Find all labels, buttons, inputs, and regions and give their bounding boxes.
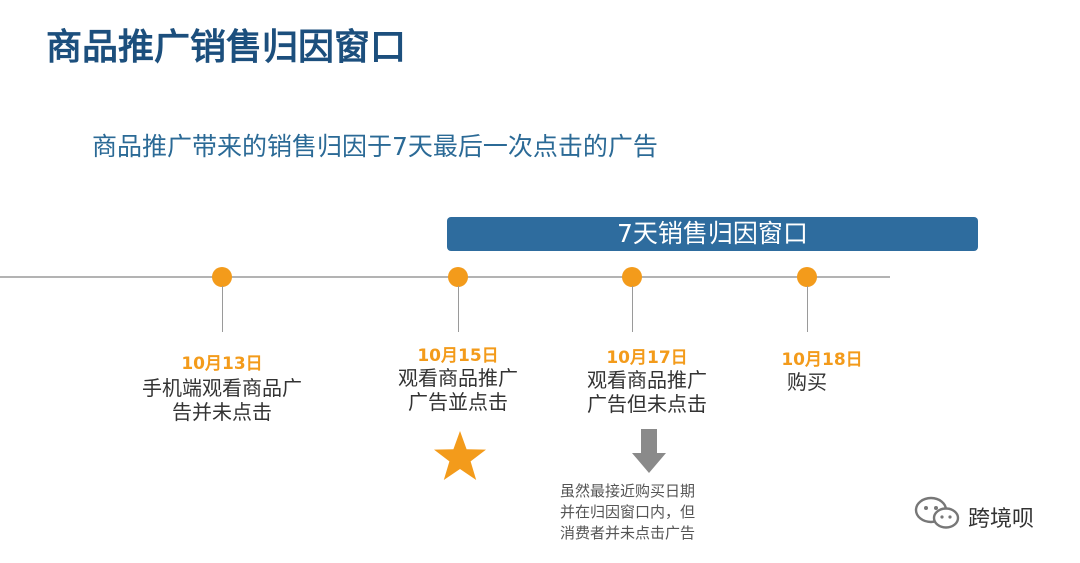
note-line-3: 消费者并未点击广告 bbox=[560, 524, 696, 542]
event-desc-1: 手机端观看商品广 告并未点击 bbox=[132, 376, 312, 424]
down-arrow-icon bbox=[632, 429, 666, 473]
event-date-4: 10月18日 bbox=[781, 350, 863, 370]
note-text: 虽然最接近购买日期 并在归因窗口内，但 消费者并未点击广告 bbox=[560, 481, 750, 544]
timeline-stem-4 bbox=[807, 286, 808, 332]
event-date-3: 10月17日 bbox=[606, 348, 688, 368]
event-desc-2-line1: 观看商品推广 bbox=[398, 366, 518, 390]
timeline-dot-3 bbox=[622, 267, 642, 287]
attribution-window-banner: 7天销售归因窗口 bbox=[447, 217, 978, 251]
event-desc-2-line2: 广告並点击 bbox=[408, 390, 508, 414]
wechat-icon bbox=[914, 496, 960, 529]
timeline-stem-2 bbox=[458, 286, 459, 332]
event-desc-3-line2: 广告但未点击 bbox=[587, 392, 707, 416]
timeline-dot-1 bbox=[212, 267, 232, 287]
event-desc-3: 观看商品推广 广告但未点击 bbox=[557, 368, 737, 416]
watermark-text: 跨境呗 bbox=[968, 507, 1035, 532]
event-desc-4-line1: 购买 bbox=[787, 370, 827, 394]
event-date-1: 10月13日 bbox=[181, 354, 263, 374]
star-icon bbox=[434, 431, 486, 480]
page-title: 商品推广销售归因窗口 bbox=[46, 27, 407, 68]
timeline-dot-2 bbox=[448, 267, 468, 287]
timeline-line bbox=[0, 276, 890, 278]
event-desc-1-line1: 手机端观看商品广 bbox=[142, 376, 302, 400]
timeline-dot-4 bbox=[797, 267, 817, 287]
note-line-1: 虽然最接近购买日期 bbox=[560, 482, 696, 500]
event-desc-2: 观看商品推广 广告並点击 bbox=[368, 366, 548, 414]
timeline-stem-3 bbox=[632, 286, 633, 332]
event-desc-3-line1: 观看商品推广 bbox=[587, 368, 707, 392]
event-desc-4: 购买 bbox=[717, 370, 897, 394]
event-desc-1-line2: 告并未点击 bbox=[172, 400, 272, 424]
note-line-2: 并在归因窗口内，但 bbox=[560, 503, 696, 521]
timeline-stem-1 bbox=[222, 286, 223, 332]
subtitle: 商品推广带来的销售归因于7天最后一次点击的广告 bbox=[92, 132, 658, 161]
event-date-2: 10月15日 bbox=[417, 346, 499, 366]
